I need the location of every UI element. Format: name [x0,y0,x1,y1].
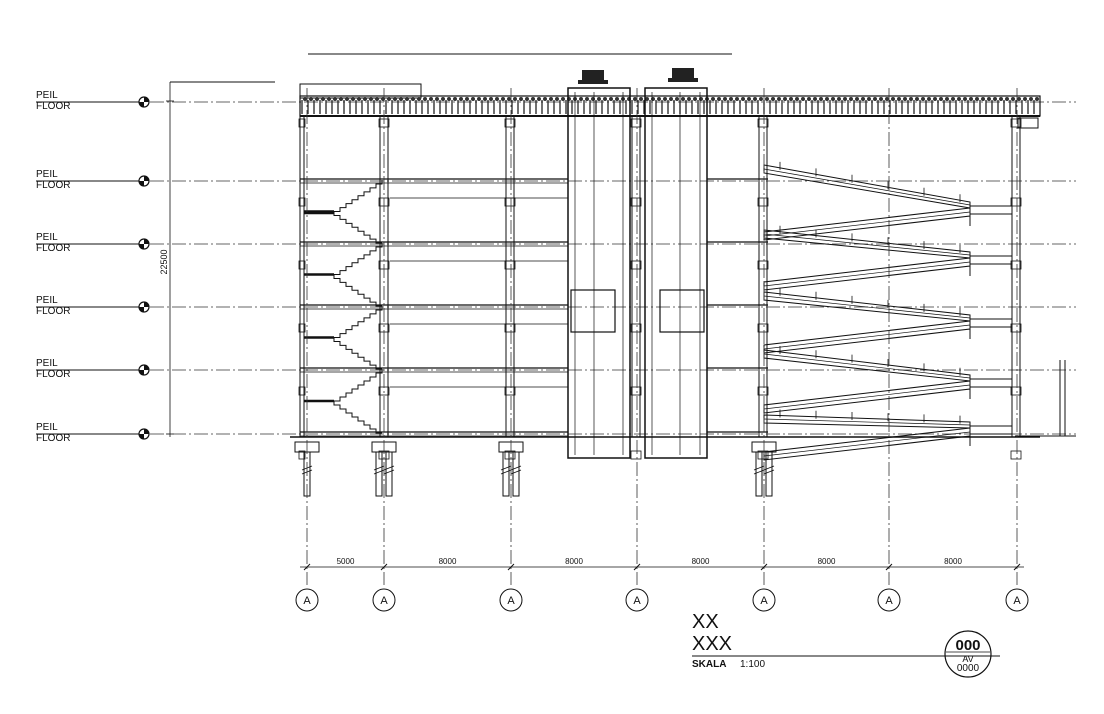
grid-label: A [303,595,311,607]
elevator-machine-right [668,68,698,82]
level-markers: PEILFLOORPEILFLOORPEILFLOORPEILFLOORPEIL… [36,90,1076,444]
sheet-number: 000 [955,637,980,654]
parking-ramps [763,161,1013,461]
grid-bubble [752,588,776,612]
elevator-shafts [567,68,708,459]
scale-value: 1:100 [740,659,765,670]
grid-label: A [380,595,388,607]
roof-tiles [301,97,1039,114]
bay-dimension: 8000 [692,557,710,566]
grid-label: A [507,595,515,607]
grid-axes: A A A A A A A 5000 8000 8000 8000 8000 8000 [295,88,1029,612]
height-dimension: 22500 [159,82,174,437]
staircase [304,180,383,434]
sheet-reference-bubble [944,630,992,678]
grid-bubble [1005,588,1029,612]
grid-label: A [633,595,641,607]
sheet-code: AV [962,654,973,664]
grid-bubble [877,588,901,612]
title-block: XX XXX SKALA 1:100 000 AV 0000 [692,611,1000,678]
grid-bubble [625,588,649,612]
elevator-car-left [570,289,616,333]
level-label: PEIL [36,295,58,306]
pile-foundations [294,441,777,497]
structure-frame [298,115,1040,460]
elevator-machine-left [578,70,608,84]
bay-dimension: 8000 [439,557,457,566]
roof [299,83,1041,117]
grid-label: A [1013,595,1021,607]
level-label: PEIL [36,232,58,243]
drawing-title: XX [692,611,719,633]
level-label: FLOOR [36,243,70,254]
level-label: FLOOR [36,101,70,112]
bay-dimension: 8000 [818,557,836,566]
height-dimension-label: 22500 [159,249,169,274]
elevator-car-right [659,289,705,333]
level-label: FLOOR [36,433,70,444]
sheet-sub: 0000 [957,663,980,674]
elevator-shaft-left [567,87,631,459]
scale-label: SKALA [692,659,726,670]
grid-label: A [885,595,893,607]
level-label: PEIL [36,358,58,369]
drawing-subtitle: XXX [692,633,732,655]
bay-dimension: 8000 [565,557,583,566]
grid-bubble [295,588,319,612]
level-label: FLOOR [36,369,70,380]
grid-bubble [499,588,523,612]
level-label: PEIL [36,169,58,180]
bay-dimension: 5000 [337,557,355,566]
level-label: FLOOR [36,306,70,317]
elevator-shaft-right [644,87,708,459]
bay-dimension: 8000 [944,557,962,566]
level-label: PEIL [36,90,58,101]
grid-label: A [760,595,768,607]
level-label: FLOOR [36,180,70,191]
level-label: PEIL [36,422,58,433]
grid-bubble [372,588,396,612]
